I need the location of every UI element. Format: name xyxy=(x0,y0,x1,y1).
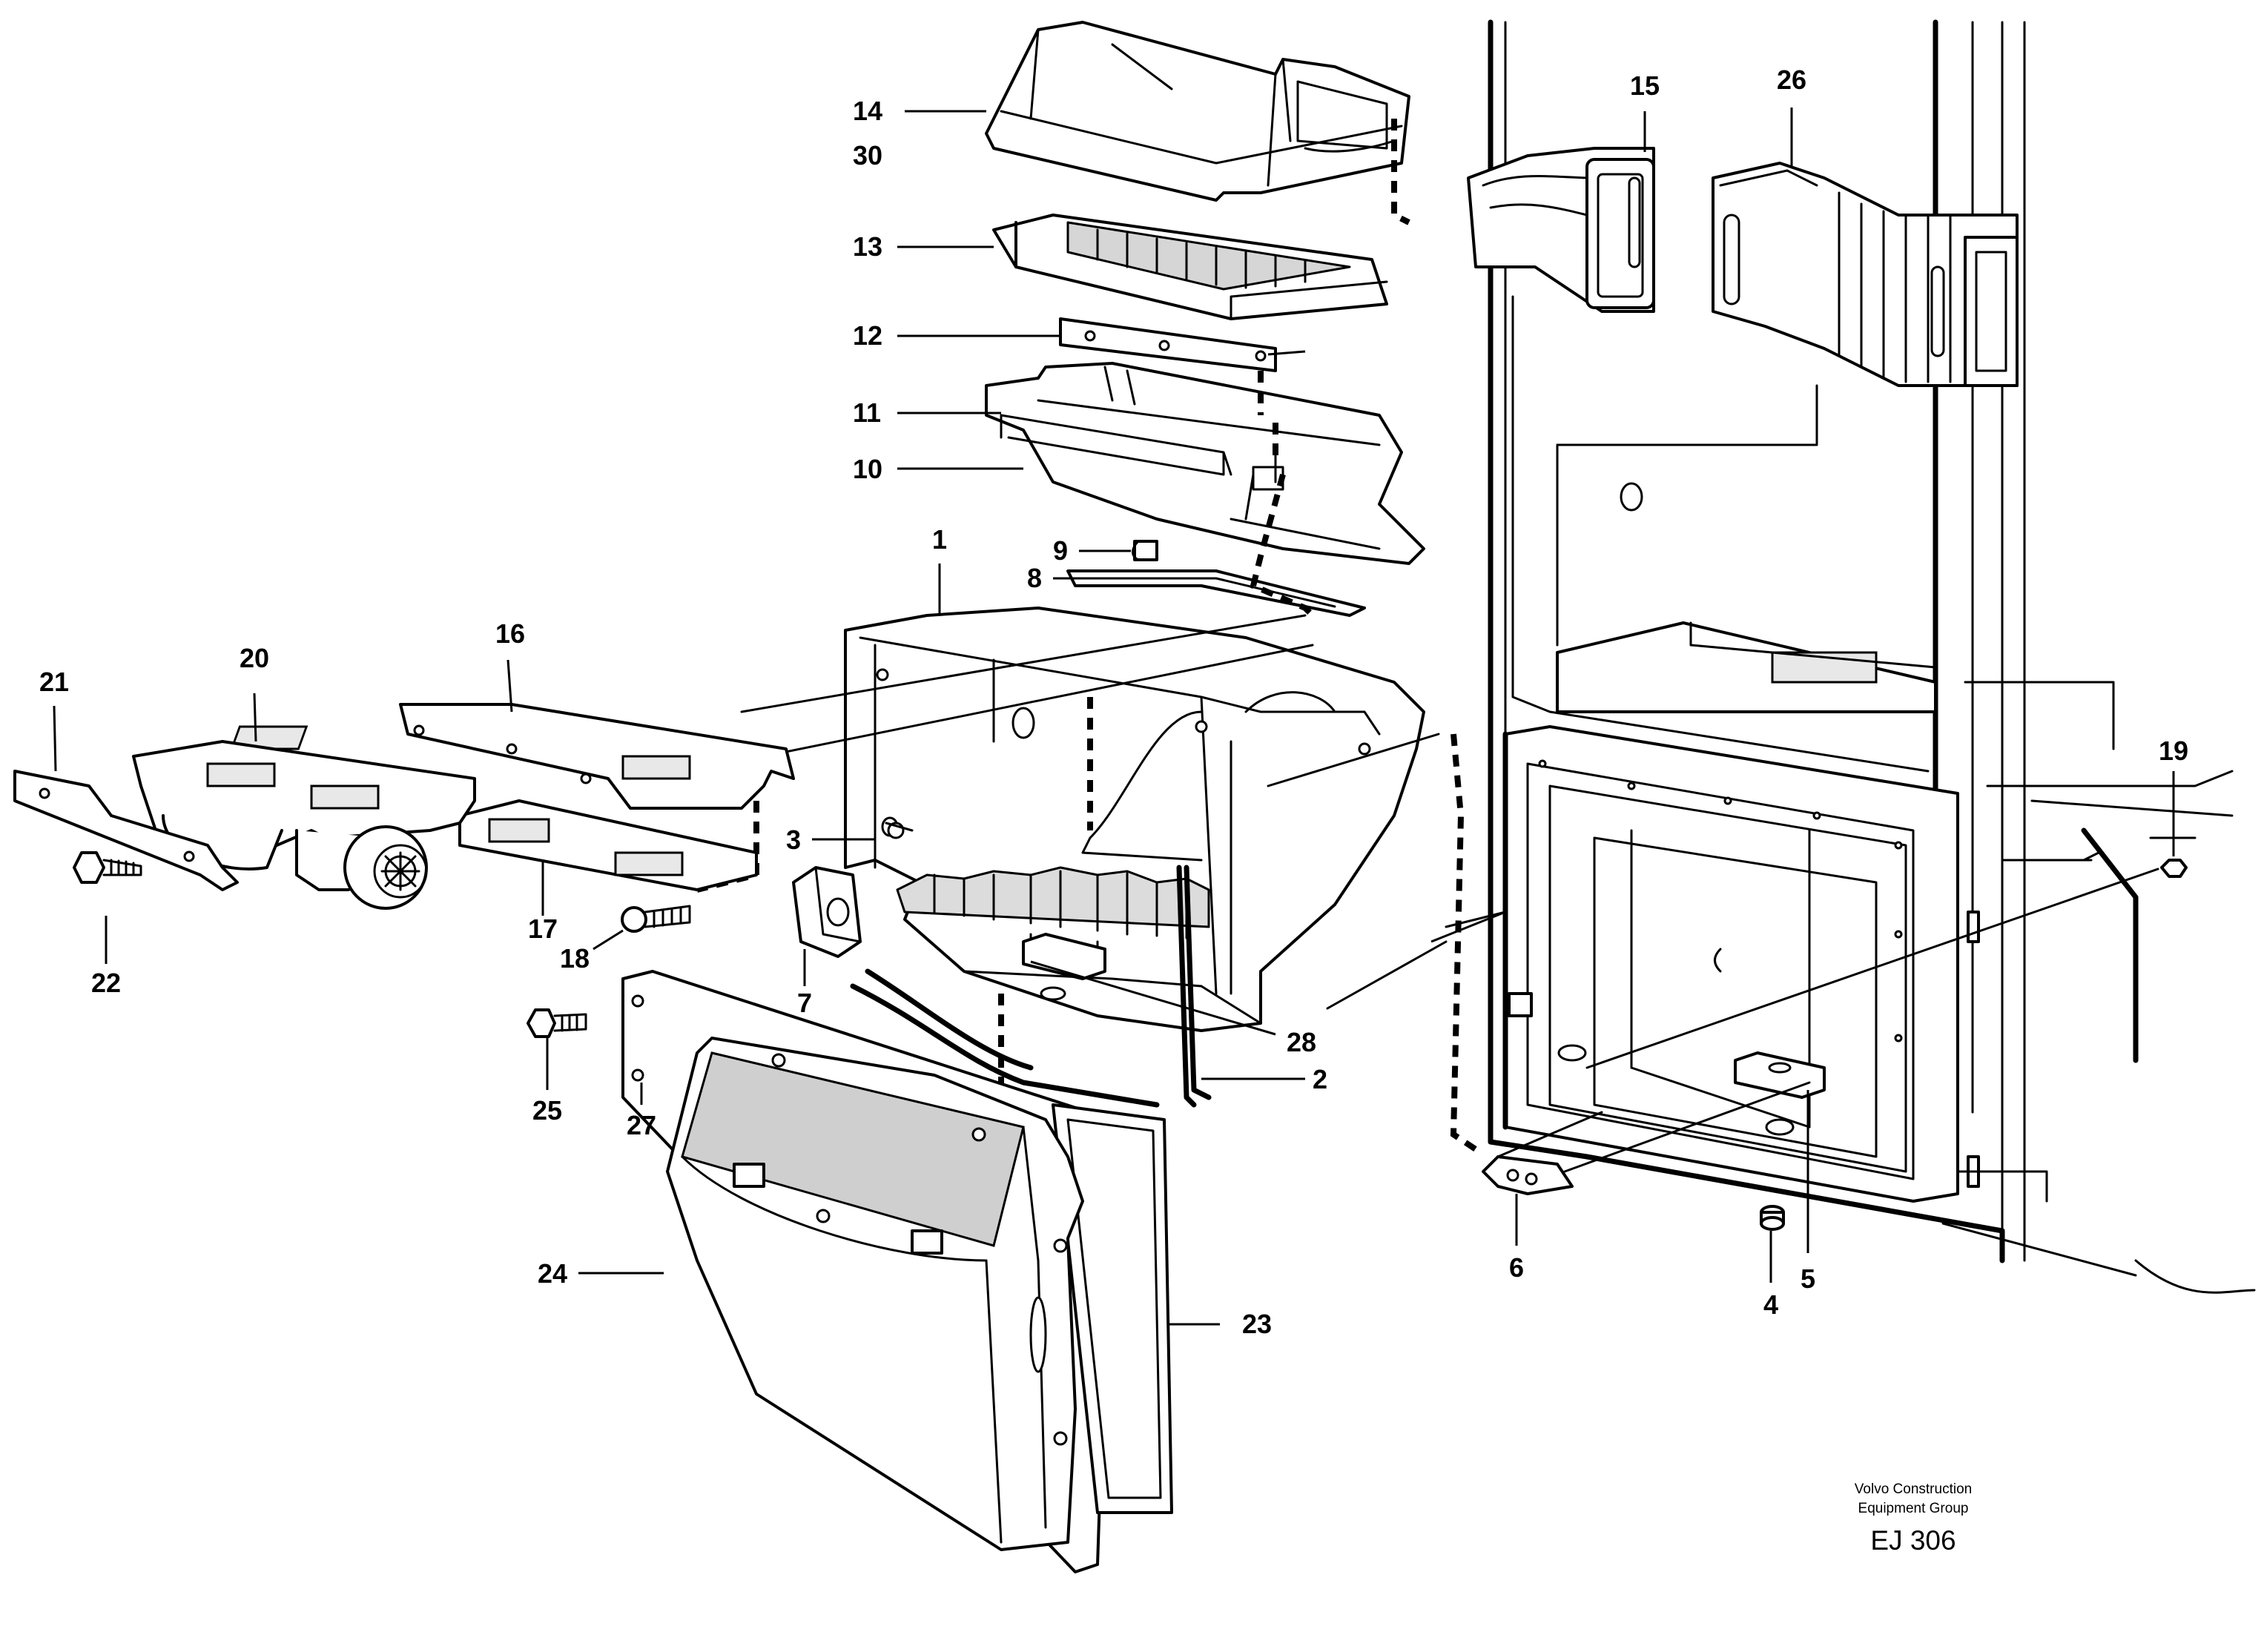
leader-lines xyxy=(53,108,2175,1326)
part-22-screw xyxy=(73,851,142,884)
credit-line-2: Equipment Group xyxy=(1858,1501,1969,1516)
callout-5: 5 xyxy=(1801,1263,1815,1294)
part-25-screw xyxy=(527,1008,587,1038)
part-23-seal xyxy=(1052,1103,1173,1514)
callout-30: 30 xyxy=(853,140,882,171)
part-26-bellows-duct xyxy=(1712,162,2019,387)
callout-14: 14 xyxy=(853,96,882,126)
callout-15: 15 xyxy=(1630,70,1660,101)
callout-21: 21 xyxy=(39,667,69,697)
part-8-seal-plate xyxy=(1066,569,1366,617)
callout-labels: 14 30 13 12 11 10 9 8 1 15 26 16 20 21 3… xyxy=(39,65,2188,1339)
part-4-grommet xyxy=(1760,1205,1785,1231)
part-6-bracket xyxy=(1482,1155,1574,1195)
drawing-code: EJ 306 xyxy=(1870,1525,1956,1556)
callout-12: 12 xyxy=(853,320,882,351)
callout-6: 6 xyxy=(1509,1252,1524,1283)
part-21-bracket-strip xyxy=(13,770,239,891)
part-18-screw xyxy=(621,905,691,933)
callout-11: 11 xyxy=(853,397,881,428)
part-19-nut xyxy=(2160,859,2188,878)
part-14-duct-cover xyxy=(985,21,1410,202)
part-20-blower-housing xyxy=(132,740,476,910)
callout-22: 22 xyxy=(91,968,121,998)
callout-13: 13 xyxy=(853,231,882,262)
part-24-panel-cover xyxy=(666,1037,1084,1551)
callout-28: 28 xyxy=(1287,1027,1316,1057)
callout-16: 16 xyxy=(495,618,525,649)
callout-7: 7 xyxy=(797,988,812,1018)
part-7-clamp-block xyxy=(792,866,862,958)
floor-base-frame xyxy=(1488,725,2048,1263)
callout-9: 9 xyxy=(1053,535,1068,566)
part-15-elbow-duct xyxy=(1467,147,1655,313)
credit-line-1: Volvo Construction xyxy=(1855,1481,1972,1497)
callout-4: 4 xyxy=(1763,1289,1778,1320)
callout-17: 17 xyxy=(528,913,558,944)
callout-24: 24 xyxy=(538,1258,567,1289)
callout-19: 19 xyxy=(2159,736,2188,766)
callout-26: 26 xyxy=(1777,65,1806,95)
part-16-duct-plate xyxy=(230,703,795,810)
callout-18: 18 xyxy=(560,943,590,974)
callout-8: 8 xyxy=(1027,563,1042,593)
part-17-lower-plate xyxy=(458,799,758,891)
title-block: Volvo Construction Equipment Group EJ 30… xyxy=(1855,1481,1972,1556)
part-13-filter xyxy=(992,214,1388,320)
callout-1: 1 xyxy=(932,524,947,555)
part-9-clip xyxy=(1132,540,1158,561)
cab-frame xyxy=(1488,19,2256,1294)
part-3-bolt xyxy=(885,822,914,839)
callout-25: 25 xyxy=(532,1095,562,1126)
callout-20: 20 xyxy=(240,643,269,673)
part-1-heater-box xyxy=(844,607,1425,1032)
callout-3: 3 xyxy=(786,825,801,855)
part-28-bracket xyxy=(1022,933,1106,980)
callout-27: 27 xyxy=(627,1110,656,1140)
part-2-hoses xyxy=(850,865,1212,1108)
part-10-11-filter-housing xyxy=(985,362,1425,565)
callout-10: 10 xyxy=(853,454,882,484)
callout-23: 23 xyxy=(1242,1309,1272,1339)
callout-2: 2 xyxy=(1313,1064,1327,1094)
